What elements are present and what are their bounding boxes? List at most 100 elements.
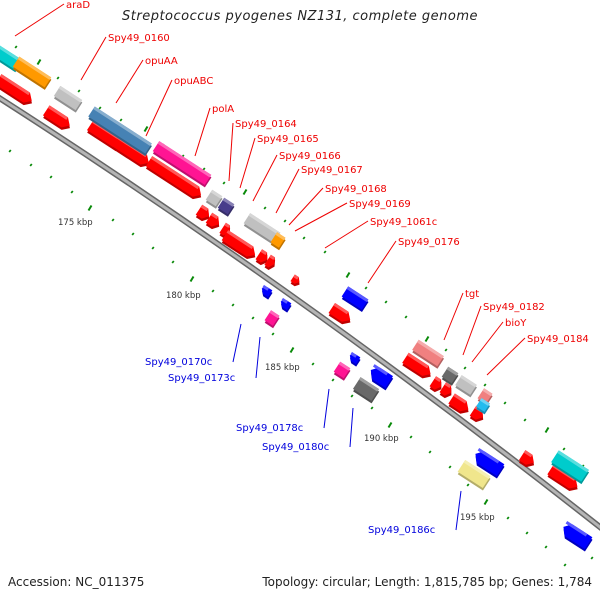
- minor-tick: [56, 76, 60, 80]
- minor-tick: [364, 286, 368, 290]
- leader-line: [115, 59, 144, 104]
- kbp-label: 180 kbp: [166, 291, 201, 301]
- leader-line: [324, 220, 369, 249]
- leader-line: [145, 79, 173, 137]
- minor-tick: [119, 118, 123, 122]
- gene-tgt: [412, 339, 445, 369]
- gene-label-Spy49_0186c: Spy49_0186c: [368, 525, 435, 536]
- gene-label-Spy49_0169: Spy49_0169: [349, 199, 411, 210]
- minor-tick: [370, 406, 374, 410]
- major-tick: [387, 421, 393, 429]
- gene-label-Spy49_0182: Spy49_0182: [483, 302, 545, 313]
- gene-Spy49_0178c: [333, 361, 351, 381]
- gene-label-Spy49_0160: Spy49_0160: [108, 33, 170, 44]
- genome-backbone: [0, 94, 600, 531]
- cds-feature-forward: [195, 204, 210, 222]
- minor-tick: [409, 435, 413, 439]
- minor-tick: [463, 366, 467, 370]
- minor-tick: [448, 465, 452, 469]
- gene-reverse-blue: [563, 520, 593, 552]
- gene-Spy49_0186c: [457, 459, 491, 491]
- kbp-label: 185 kbp: [265, 363, 300, 373]
- minor-tick: [311, 362, 315, 366]
- gene-label-Spy49_0178c: Spy49_0178c: [236, 423, 303, 434]
- minor-tick: [404, 315, 408, 319]
- cds-feature-forward: [439, 382, 452, 399]
- gene-label-opuAA: opuAA: [145, 56, 178, 67]
- major-tick: [87, 204, 93, 212]
- cds-feature-forward: [518, 450, 535, 468]
- genome-summary-text: Topology: circular; Length: 1,815,785 bp…: [262, 575, 592, 589]
- gene-reverse-blue: [280, 297, 292, 313]
- minor-tick: [49, 175, 53, 179]
- minor-tick: [8, 149, 12, 153]
- gene-label-Spy49_0168: Spy49_0168: [325, 184, 387, 195]
- major-tick: [289, 346, 295, 354]
- leader-line: [80, 36, 107, 81]
- minor-tick: [523, 418, 527, 422]
- gene-reverse-blue: [261, 284, 273, 300]
- minor-tick: [211, 289, 215, 293]
- minor-tick: [483, 383, 487, 387]
- gene-polA: [152, 141, 212, 188]
- kbp-label: 195 kbp: [460, 513, 495, 523]
- cds-feature-forward: [145, 156, 202, 200]
- minor-tick: [525, 531, 529, 535]
- gene-Spy49_0173c: [264, 310, 280, 329]
- minor-tick: [503, 401, 507, 405]
- minor-tick: [562, 447, 566, 451]
- gene-label-tgt: tgt: [465, 289, 479, 300]
- gene-Spy49_0176: [341, 286, 369, 313]
- minor-tick: [111, 218, 115, 222]
- minor-tick: [263, 206, 267, 210]
- gene-araD: [0, 42, 22, 73]
- gene-features: [0, 42, 593, 552]
- leader-line: [443, 292, 464, 341]
- leader-line: [194, 107, 211, 157]
- leader-line: [232, 323, 242, 363]
- minor-tick: [231, 303, 235, 307]
- leader-line: [288, 187, 324, 226]
- minor-tick: [444, 348, 448, 352]
- gene-label-araD: araD: [66, 0, 90, 11]
- cds-feature-forward: [255, 249, 268, 266]
- cds-feature-forward: [429, 376, 442, 393]
- gene-Spy49_0160: [12, 56, 52, 90]
- gene-Spy49_0164: [205, 189, 223, 209]
- major-tick: [242, 188, 248, 196]
- cds-feature-forward: [205, 212, 220, 230]
- leader-line: [228, 122, 234, 182]
- minor-tick: [563, 563, 567, 567]
- minor-tick: [151, 246, 155, 250]
- cds-feature-forward: [328, 302, 351, 325]
- minor-tick: [202, 167, 206, 171]
- minor-tick: [428, 450, 432, 454]
- gene-label-Spy49_0167: Spy49_0167: [301, 165, 363, 176]
- major-tick: [483, 498, 489, 506]
- kbp-label: 190 kbp: [364, 434, 399, 444]
- cds-feature-forward: [448, 393, 469, 414]
- minor-tick: [283, 219, 287, 223]
- gene-label-polA: polA: [212, 104, 234, 115]
- leader-line: [255, 336, 261, 379]
- gene-label-Spy49_0176: Spy49_0176: [398, 237, 460, 248]
- major-tick: [143, 125, 149, 133]
- gene-Spy49_0182: [441, 366, 459, 386]
- minor-tick: [98, 106, 102, 110]
- gene-label-Spy49_0170c: Spy49_0170c: [145, 357, 212, 368]
- accession-text: Accession: NC_011375: [8, 575, 145, 589]
- gene-Spy49_0169: [270, 232, 286, 251]
- gene-reverse-blue: [370, 364, 394, 391]
- gene-label-bioY: bioY: [505, 318, 527, 329]
- gene-reverse-blue: [349, 351, 361, 367]
- gene-Spy49_0180c: [352, 377, 380, 404]
- minor-tick: [131, 232, 135, 236]
- major-tick: [345, 271, 351, 279]
- gene-feature-cyan: [476, 398, 491, 415]
- minor-tick: [323, 250, 327, 254]
- minor-tick: [350, 394, 354, 398]
- cds-feature-forward: [221, 230, 256, 260]
- minor-tick: [384, 300, 388, 304]
